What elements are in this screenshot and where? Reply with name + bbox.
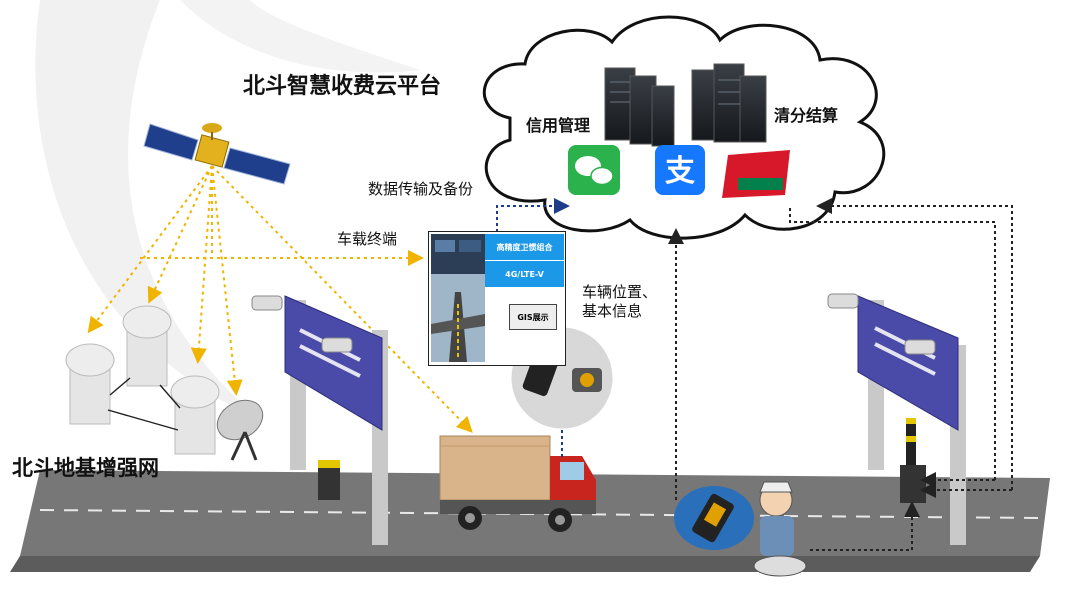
unionpay-icon — [722, 150, 790, 198]
platform-title: 北斗智慧收费云平台 — [243, 74, 442, 99]
satellite-icon — [143, 123, 291, 185]
toll-gantry-right — [827, 293, 966, 545]
ground-station-2 — [122, 305, 172, 387]
gis-display-box: GIS展示 — [509, 304, 557, 330]
lte-v-module: 4G/LTE-V — [485, 261, 564, 287]
truck-icon — [439, 435, 596, 532]
clearing-settlement-label: 清分结算 — [774, 106, 839, 125]
traffic-officer-icon — [753, 481, 807, 577]
data-transfer-label: 数据传输及备份 — [368, 180, 474, 198]
toll-gantry-left — [251, 295, 388, 545]
navigation-screen — [431, 234, 485, 362]
terminal-upload-link — [496, 198, 570, 232]
rsu-unit-left — [318, 460, 340, 500]
alipay-icon: 支 — [655, 145, 705, 195]
server-cluster-icon — [604, 63, 767, 147]
satellite-dish-icon — [216, 399, 264, 461]
wechat-icon — [568, 145, 620, 195]
data-flow-links — [668, 198, 1013, 551]
svg-text:支: 支 — [665, 154, 695, 189]
vehicle-info-label: 车辆位置、基本信息 — [582, 283, 658, 320]
vehicle-terminal-panel: 高精度卫惯组合 4G/LTE-V GIS展示 — [428, 231, 566, 366]
station-links — [107, 377, 181, 431]
credit-management-label: 信用管理 — [526, 116, 591, 135]
handheld-device-bubble — [674, 486, 754, 550]
satellite-signal-links — [87, 165, 473, 433]
ground-network-title: 北斗地基增强网 — [12, 456, 159, 480]
vehicle-terminal-label: 车载终端 — [337, 230, 398, 248]
ground-station-3 — [170, 375, 220, 455]
precision-gnss-ins-module: 高精度卫惯组合 — [485, 234, 564, 260]
ground-station-1 — [65, 343, 115, 425]
navigation-map-icon — [431, 234, 485, 362]
background-watermark — [35, 0, 261, 420]
